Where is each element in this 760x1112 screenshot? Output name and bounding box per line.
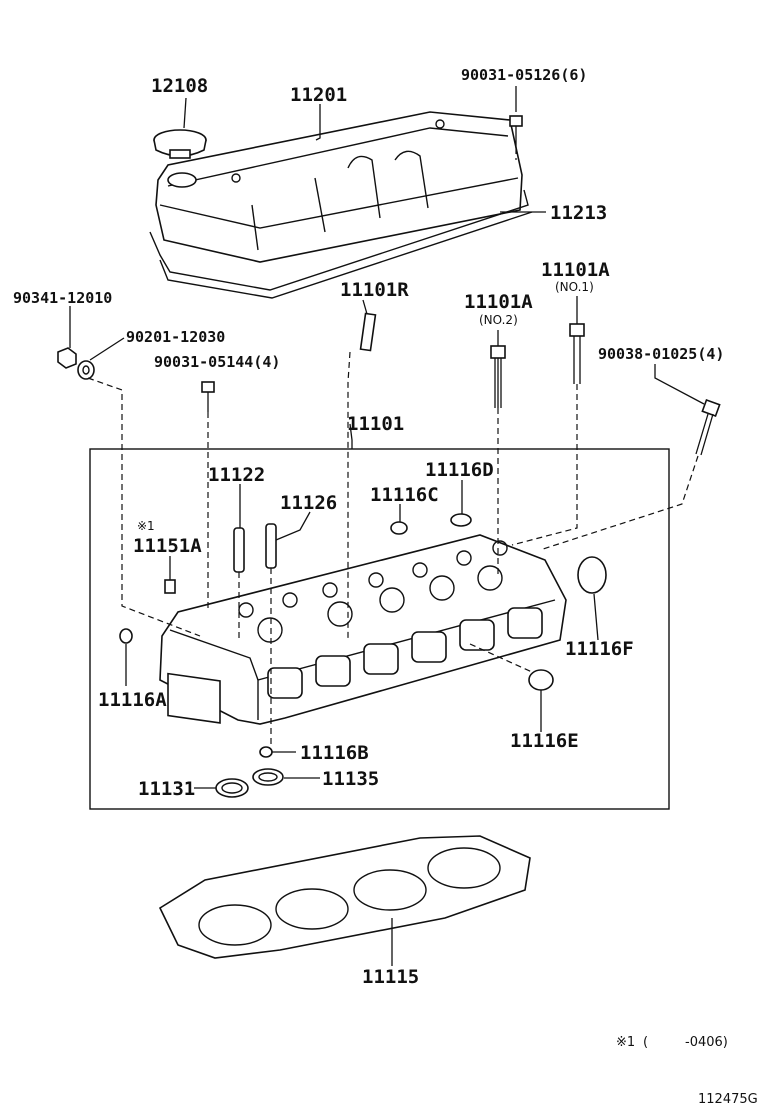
valve-guide-11122[interactable] [233, 527, 245, 573]
cylinder-head-cover-11201[interactable] [155, 111, 523, 263]
dash-line [511, 384, 578, 546]
label-11116D[interactable]: 11116D [425, 459, 494, 481]
head-gasket-11115[interactable] [158, 835, 531, 959]
plug-11116B[interactable] [259, 746, 273, 758]
plug-11116A[interactable] [119, 628, 133, 644]
label-11201[interactable]: 11201 [290, 84, 347, 106]
plug-11116F[interactable] [577, 556, 607, 594]
label-11101A-no1-sub: (NO.1) [555, 280, 594, 294]
label-11101[interactable]: 11101 [347, 413, 404, 435]
label-11131[interactable]: 11131 [138, 778, 195, 800]
seal-11135[interactable] [252, 768, 284, 786]
label-90341-12010[interactable]: 90341-12010 [13, 289, 112, 307]
label-11116F[interactable]: 11116F [565, 638, 634, 660]
label-11116E[interactable]: 11116E [510, 730, 579, 752]
figure-code: 112475G [698, 1092, 758, 1107]
footnote-mark: ※1 [616, 1035, 635, 1050]
label-11151A-mark: ※1 [137, 519, 155, 533]
label-11115[interactable]: 11115 [362, 966, 419, 988]
dash-line [469, 643, 533, 673]
label-11101R[interactable]: 11101R [340, 279, 409, 301]
label-11116B[interactable]: 11116B [300, 742, 369, 764]
washer-90201-12030[interactable] [77, 360, 95, 380]
cylinder-head-assembly-frame [89, 448, 670, 810]
cylinder-head-11101[interactable] [159, 534, 567, 725]
label-11101A-no2-sub: (NO.2) [479, 313, 518, 327]
label-11122[interactable]: 11122 [208, 464, 265, 486]
label-11101A-no1[interactable]: 11101A [541, 259, 610, 281]
dash-line [87, 377, 201, 637]
label-90031-05126[interactable]: 90031-05126(6) [461, 66, 587, 84]
seal-11131[interactable] [215, 778, 249, 798]
dash-line [539, 455, 699, 551]
pin-11151A[interactable] [164, 579, 176, 594]
label-11116C[interactable]: 11116C [370, 484, 439, 506]
label-12108[interactable]: 12108 [151, 75, 208, 97]
label-11101A-no2[interactable]: 11101A [464, 291, 533, 313]
bolt-90031-05144[interactable] [201, 381, 215, 412]
bolt-11101A-no1[interactable] [569, 323, 585, 384]
leader-lines [69, 86, 705, 966]
insert-11116D[interactable] [450, 513, 472, 527]
dash-line [347, 351, 351, 640]
bolt-90038-01025[interactable] [695, 398, 721, 456]
label-11151A[interactable]: 11151A [133, 535, 202, 557]
footnote-open: ( [643, 1035, 648, 1050]
cover-gasket-11213[interactable] [149, 189, 533, 299]
plug-11116E[interactable] [528, 669, 554, 691]
label-90038-01025[interactable]: 90038-01025(4) [598, 345, 724, 363]
label-11213[interactable]: 11213 [550, 202, 607, 224]
footnote-range: -0406) [685, 1035, 728, 1050]
bolt-11101A-no2[interactable] [490, 345, 506, 408]
label-90031-05144[interactable]: 90031-05144(4) [154, 353, 280, 371]
label-11126[interactable]: 11126 [280, 492, 337, 514]
nut-90341-12010[interactable] [57, 347, 77, 369]
insert-11116C[interactable] [390, 521, 408, 535]
label-11116A[interactable]: 11116A [98, 689, 167, 711]
label-11135[interactable]: 11135 [322, 768, 379, 790]
valve-guide-11126[interactable] [265, 523, 277, 569]
oil-filler-cap-12108[interactable] [153, 129, 207, 159]
stud-11101R[interactable] [359, 312, 377, 352]
bolt-90031-05126[interactable] [509, 115, 523, 148]
label-90201-12030[interactable]: 90201-12030 [126, 328, 225, 346]
